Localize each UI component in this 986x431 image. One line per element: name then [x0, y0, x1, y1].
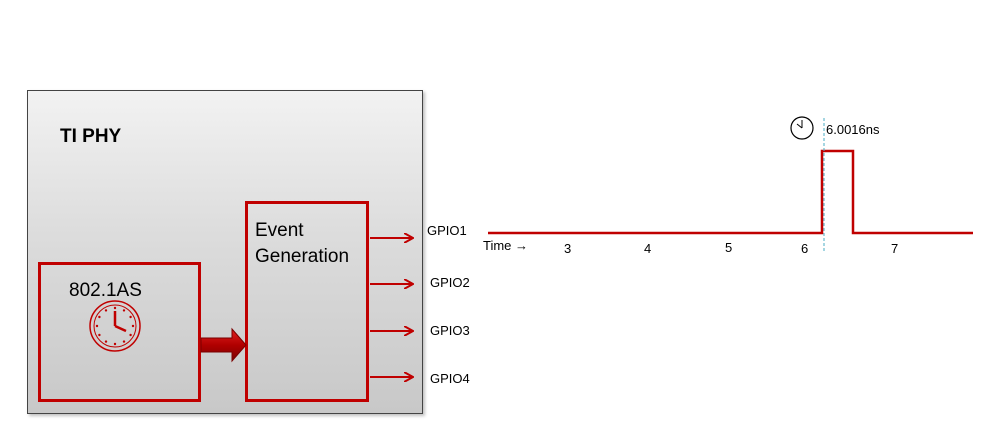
gpio3-label: GPIO3 [430, 323, 470, 338]
ti-phy-block [27, 90, 423, 414]
event-label-line1: Event [255, 220, 304, 241]
event-label-line2: Generation [255, 246, 350, 267]
time-tick-4: 4 [644, 241, 652, 256]
time-tick-7: 7 [891, 241, 899, 256]
time-axis-label: Time → [483, 238, 529, 253]
pulse-clock-icon [790, 116, 814, 140]
clock-block-label: 802.1AS [69, 280, 142, 301]
time-tick-5: 5 [725, 240, 733, 255]
phy-title: TI PHY [60, 126, 122, 147]
gpio1-label: GPIO1 [427, 223, 467, 238]
sync-arrow [200, 327, 247, 363]
pulse-time-label: 6.0016ns [826, 122, 880, 137]
gpio4-label: GPIO4 [430, 371, 470, 386]
gpio2-label: GPIO2 [430, 275, 470, 290]
gpio1-waveform [488, 149, 973, 235]
event-generation-block [245, 201, 369, 402]
clock-sync-block [38, 262, 201, 402]
time-tick-3: 3 [564, 241, 572, 256]
clock-icon [89, 300, 141, 352]
event-generation-label: Event Generation [255, 218, 349, 270]
time-tick-6: 6 [801, 241, 809, 256]
